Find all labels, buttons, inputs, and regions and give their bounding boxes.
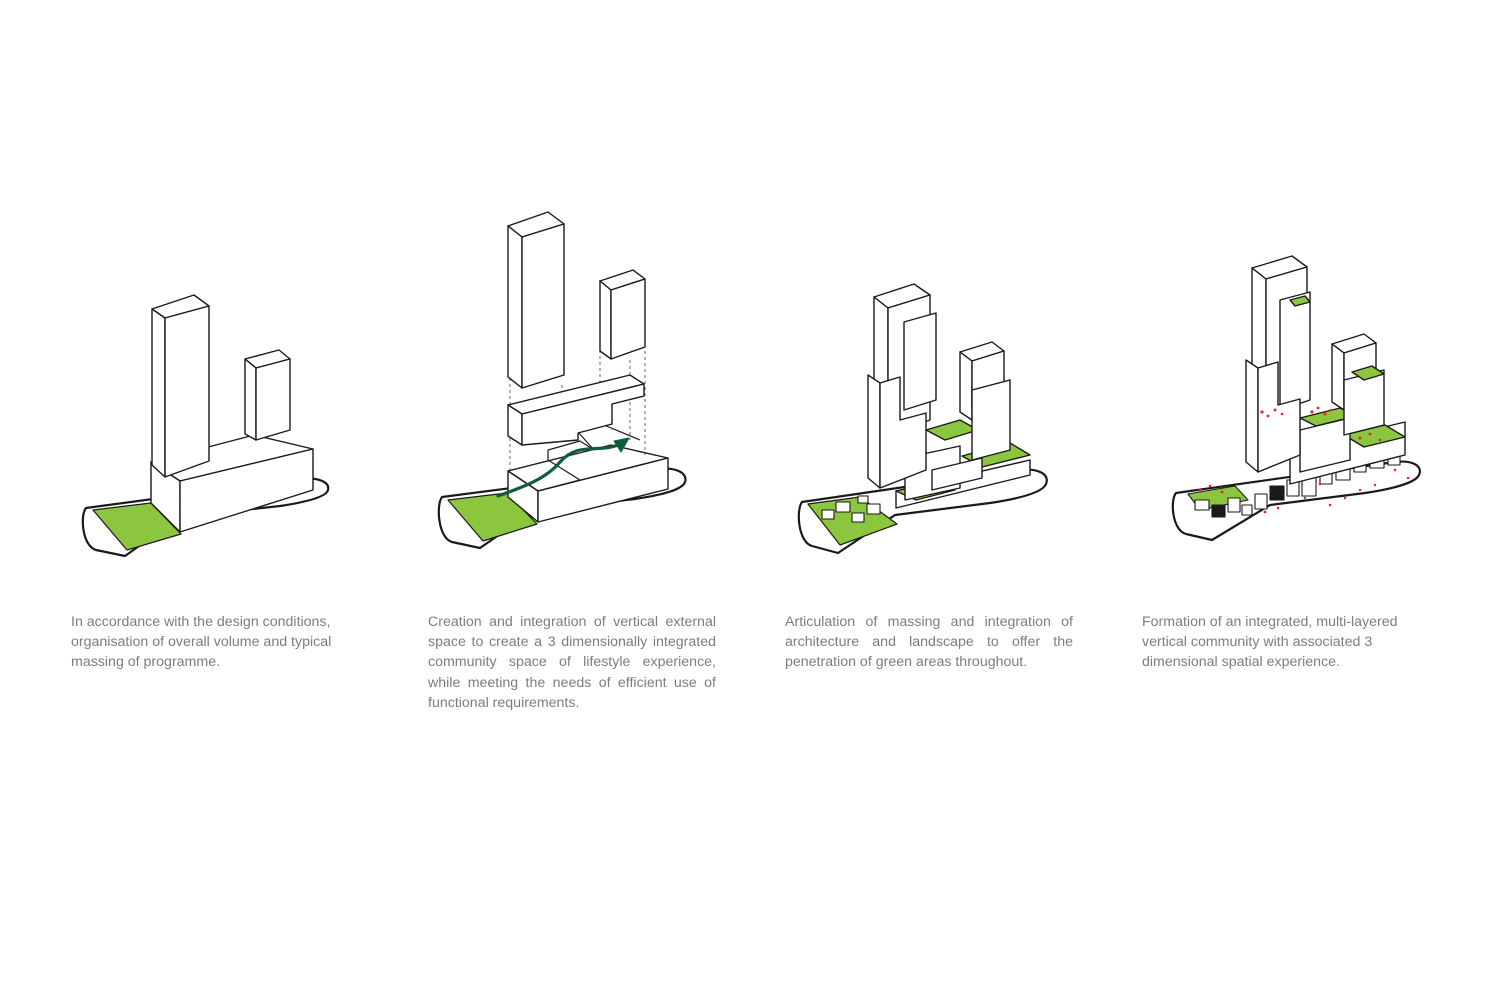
step-2-tower-a-left — [507, 225, 523, 389]
step-4-activity-markers — [1198, 406, 1410, 514]
step-3-base-front — [879, 376, 927, 489]
step-1-green-lawn — [92, 502, 182, 551]
step-4-roof-green — [1289, 295, 1311, 307]
step-3-caption: Articulation of massing and integration … — [785, 614, 1073, 671]
step-4-massing — [1171, 255, 1421, 542]
step-2-middle-front — [521, 383, 645, 446]
step-4-ground-cluster — [1187, 454, 1401, 518]
step-4-ground-block — [1227, 497, 1241, 513]
step-3-tower-a-shoulder — [903, 312, 937, 411]
step-2-massing — [437, 211, 687, 550]
step-4-mid-block — [1299, 417, 1351, 473]
step-4-tower-a-shoulder — [1279, 291, 1311, 411]
step-4-ground-block — [1269, 485, 1285, 501]
step-1-tower-a-front — [164, 305, 210, 478]
step-4-base-left — [1245, 359, 1259, 473]
step-3-tower-b-left — [959, 351, 973, 421]
step-2-green-lawn — [447, 492, 538, 542]
step-1-podium-front — [179, 448, 314, 533]
step-2-tower-b-front — [610, 278, 646, 360]
step-2-caption: Creation and integration of vertical ext… — [428, 614, 716, 711]
step-4-ground-block — [1211, 504, 1226, 518]
step-2-podium-front — [537, 457, 669, 523]
step-1-massing — [81, 294, 330, 558]
step-3-base-left — [867, 374, 881, 489]
step-2-circulation-arrow — [496, 441, 624, 498]
step-3-pavilion — [835, 501, 851, 513]
step-4-base-front — [1257, 361, 1301, 473]
step-2-arrow-head — [613, 437, 630, 453]
step-3-pavilion — [857, 495, 869, 504]
step-3-upper-terrace-green — [925, 419, 979, 441]
step-1-tower-b-front — [255, 358, 291, 441]
step-1-tower-a-left — [151, 308, 166, 478]
step-4-site-plate — [1171, 460, 1421, 542]
step-2-tower-a-front — [521, 223, 565, 389]
step-3-pavilions — [821, 495, 881, 523]
step-2-tower-b-left — [599, 280, 612, 360]
step-4-roof-green-2 — [1351, 365, 1385, 381]
step-4-caption: Formation of an integrated, multi-layere… — [1142, 614, 1398, 671]
step-3-massing — [797, 283, 1048, 555]
step-4-ground-block — [1241, 504, 1253, 516]
step-4-ground-block — [1194, 499, 1210, 511]
step-3-pavilion — [821, 509, 835, 520]
step-1-tower-b-left — [244, 358, 257, 441]
step-1-caption: In accordance with the design conditions… — [71, 614, 332, 671]
step-3-mid-block-b — [931, 457, 983, 491]
step-3-tower-b-base — [971, 379, 1011, 461]
step-3-pavilion — [866, 503, 881, 515]
step-4-ground-block — [1254, 493, 1268, 510]
step-3-pavilion — [851, 512, 865, 523]
step-4-tower-b-left — [1331, 343, 1345, 411]
